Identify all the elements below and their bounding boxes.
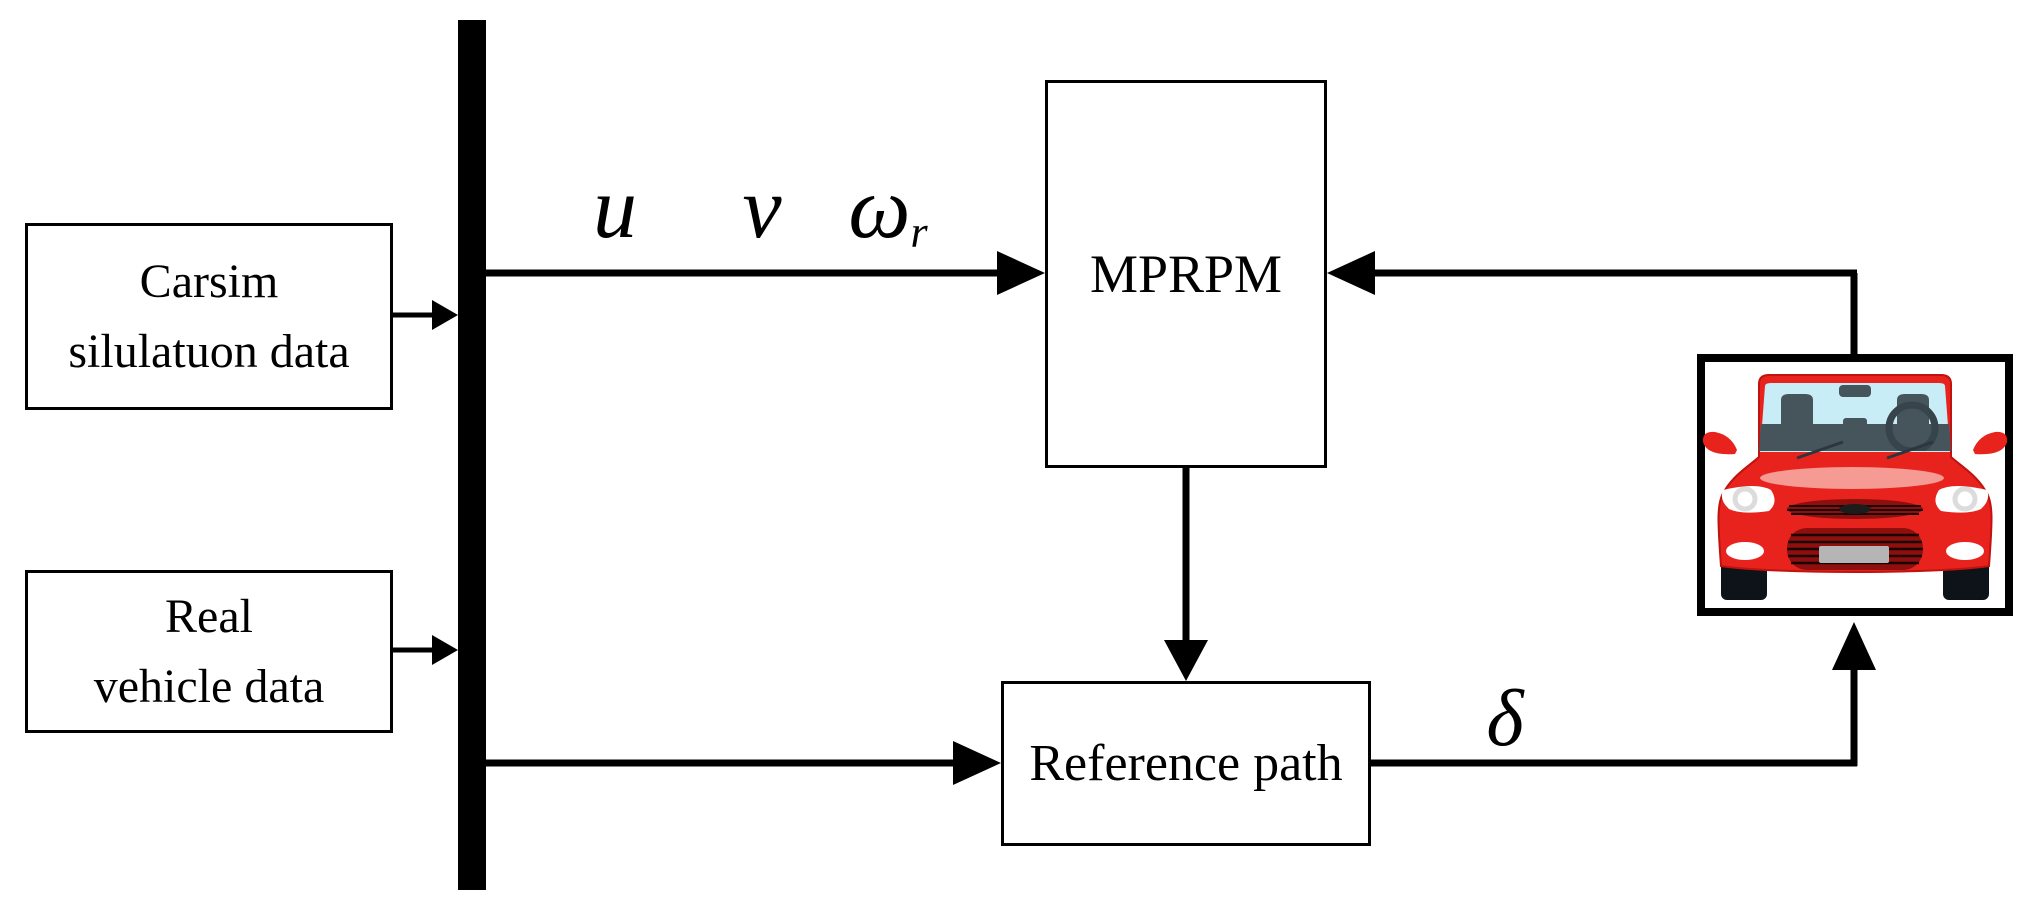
car-rearview-mirror (1839, 385, 1871, 397)
car-hood-highlight (1760, 467, 1944, 489)
signal-label-u: u (593, 160, 637, 257)
signal-label-delta: δ (1486, 675, 1524, 763)
car-wiper-left (1796, 440, 1844, 460)
signal-label-omega-r: ωr (848, 165, 927, 255)
arrowhead-mprpm-to-reference (1164, 640, 1208, 681)
arrowhead-carsim-to-bar (432, 300, 458, 330)
car-wiper-right (1886, 440, 1934, 460)
box-vehicle (1697, 354, 2013, 616)
car-seat-right (1897, 394, 1929, 432)
arrowhead-real-to-bar (432, 635, 458, 665)
car-logo (1839, 504, 1871, 514)
arrowhead-bar-to-reference (953, 741, 1001, 785)
collector-bar (458, 20, 486, 890)
carsim-line2: silulatuon data (68, 324, 350, 378)
box-mprpm: MPRPM (1045, 80, 1327, 468)
arrowhead-feedback-to-mprpm (1327, 251, 1375, 295)
real-line2: vehicle data (93, 659, 325, 713)
omega-subscript-r: r (910, 207, 928, 257)
car-mirror-right (1973, 431, 2008, 455)
car-steering-wheel (1885, 401, 1939, 451)
arrowhead-bar-to-mprpm (997, 251, 1045, 295)
signal-label-v: v (742, 160, 782, 257)
car-seat-left (1781, 394, 1813, 432)
car-headlight-ring-left (1732, 486, 1758, 512)
car-console (1843, 418, 1867, 430)
car-mirror-left (1702, 431, 1737, 455)
car-license-plate (1819, 546, 1889, 563)
carsim-line1: Carsim (139, 254, 279, 308)
box-carsim-simulation-data: Carsim silulatuon data (25, 223, 393, 410)
box-real-vehicle-data: Real vehicle data (25, 570, 393, 733)
car-foglight-right (1946, 542, 1984, 560)
red-car-front-icon (1702, 374, 2008, 600)
reference-path-label: Reference path (1029, 734, 1343, 792)
box-reference-path: Reference path (1001, 681, 1371, 846)
omega-symbol: ω (848, 160, 911, 257)
mprpm-label: MPRPM (1089, 243, 1283, 304)
real-line1: Real (165, 589, 253, 643)
car-headlight-ring-right (1952, 486, 1978, 512)
car-foglight-left (1726, 542, 1764, 560)
arrowhead-delta-to-car (1832, 622, 1876, 670)
